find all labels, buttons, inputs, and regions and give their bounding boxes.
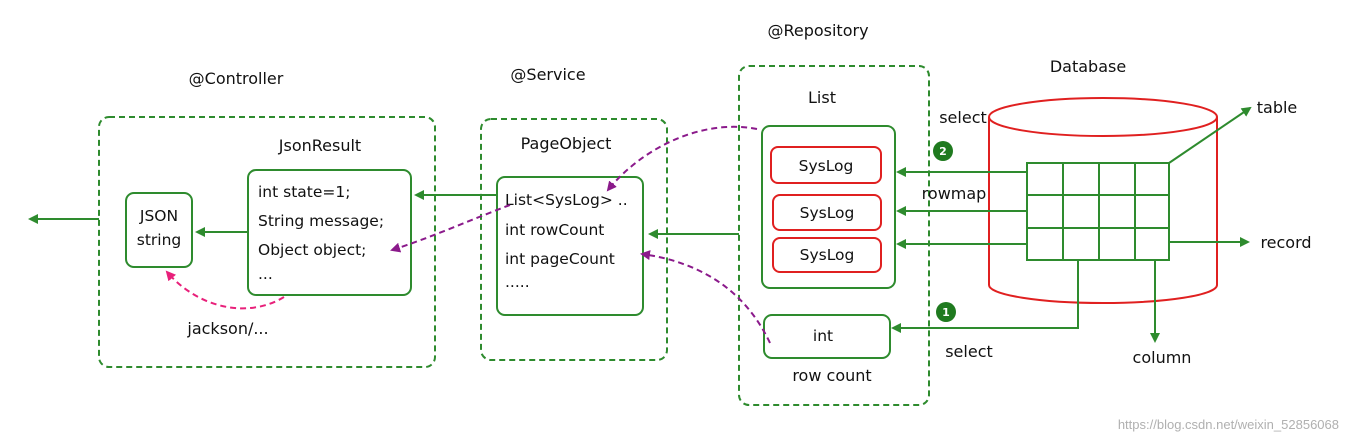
syslog-item (772, 237, 882, 273)
database-cylinder (988, 97, 1218, 304)
json-result-field: String message; (258, 212, 384, 230)
controller-container (98, 116, 436, 368)
svg-text:1: 1 (942, 306, 950, 319)
json-result-field: Object object; (258, 241, 366, 259)
page-object-field: int rowCount (505, 221, 604, 239)
json-string-line-1: JSON (139, 207, 178, 225)
table-arrow (1168, 106, 1252, 164)
pageobject-to-object-arrow (390, 204, 511, 253)
service-layer-label: @Service (510, 65, 585, 84)
step-2-badge: 2 (933, 141, 953, 161)
repository-layer-label: @Repository (767, 21, 868, 40)
rowmap-label: rowmap (922, 184, 987, 203)
int-box (763, 314, 891, 359)
table-label: table (1257, 98, 1298, 117)
step-1-badge: 1 (936, 302, 956, 322)
int-box-label: int (813, 327, 833, 345)
syslog-item-label: SysLog (799, 157, 854, 175)
json-result-field: int state=1; (258, 183, 350, 201)
controller-layer-label: @Controller (189, 69, 284, 88)
json-string-box (125, 192, 193, 268)
svg-text:2: 2 (939, 145, 947, 158)
repository-container (738, 65, 930, 406)
page-object-field: List<SysLog> .. (505, 191, 628, 209)
database-label: Database (1050, 57, 1126, 76)
syslog-item-label: SysLog (800, 204, 855, 222)
select-top-label: select (939, 108, 987, 127)
page-object-title: PageObject (521, 134, 612, 153)
json-result-title: JsonResult (278, 136, 361, 155)
syslog-item-label: SysLog (800, 246, 855, 264)
column-label: column (1133, 348, 1192, 367)
service-container (480, 118, 668, 361)
list-to-pageobject-arrow (606, 125, 758, 192)
select-bottom-label: select (945, 342, 993, 361)
jackson-label: jackson/... (186, 319, 268, 338)
row-count-label: row count (792, 366, 871, 385)
list-title: List (808, 88, 836, 107)
record-label: record (1260, 233, 1311, 252)
page-object-field: int pageCount (505, 250, 615, 268)
syslog-item (772, 194, 882, 231)
json-string-line-2: string (137, 231, 182, 249)
json-result-field: ... (258, 265, 273, 283)
int-to-rowcount-arrow (640, 250, 771, 344)
watermark: https://blog.csdn.net/weixin_52856068 (1118, 417, 1339, 432)
page-object-box (496, 176, 644, 316)
page-object-field: ..... (505, 273, 530, 291)
select-count-arrow (891, 260, 1079, 333)
table-grid (1026, 162, 1170, 261)
syslog-item (770, 146, 882, 184)
jackson-serialize-arrow (165, 270, 285, 310)
